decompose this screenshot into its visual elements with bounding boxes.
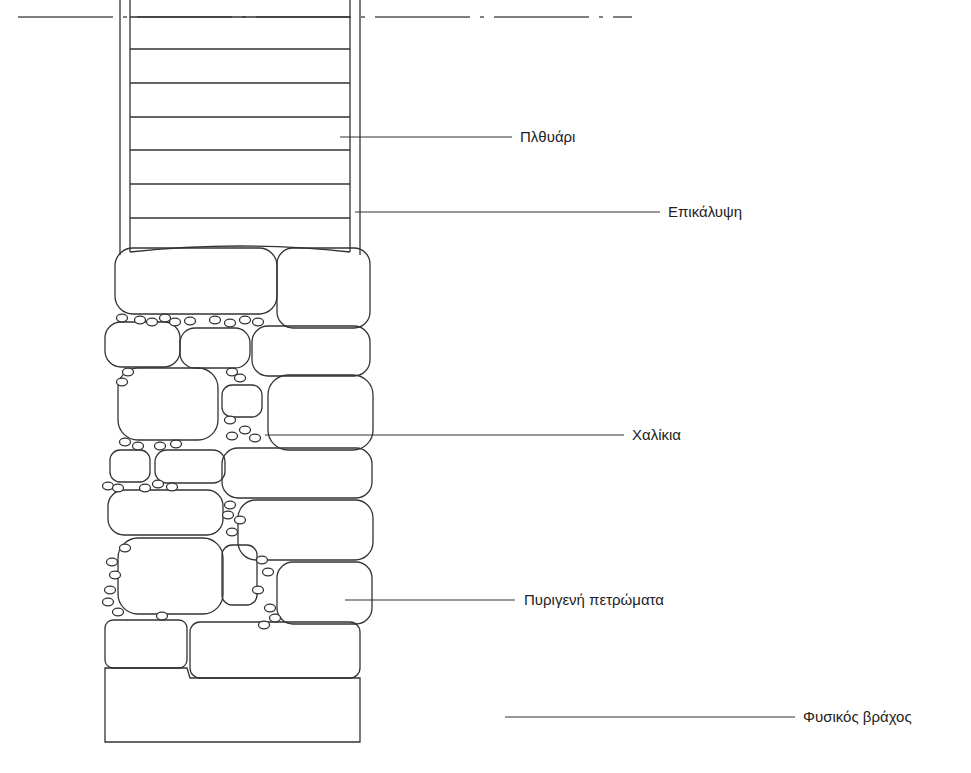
gravel-pebble [250,434,261,442]
ground-line [18,16,632,17]
gravel-pebble [227,432,238,440]
bedrock [105,668,360,742]
gravel-pebble [227,528,238,536]
gravel-pebble [225,416,236,424]
gravel-pebble [171,440,182,448]
gravel-pebble [259,621,270,629]
gravel [103,314,281,629]
gravel-pebble [263,568,274,576]
gravel-pebble [107,558,118,566]
gravel-pebble [157,612,168,620]
part-label: Πυριγενή πετρώματα [524,591,664,609]
gravel-pebble [265,604,276,612]
gravel-pebble [225,501,236,509]
gravel-pebble [155,442,166,450]
gravel-pebble [135,316,146,324]
gravel-pebble [227,368,238,376]
gravel-pebble [257,556,268,564]
gravel-pebble [147,318,158,326]
part-label: Επικάλυψη [668,203,742,221]
gravel-pebble [240,316,251,324]
brick-column [120,0,360,255]
gravel-pebble [117,314,128,322]
part-label: Χαλίκια [632,426,681,444]
gravel-pebble [110,571,121,579]
gravel-pebble [223,511,234,519]
gravel-pebble [240,426,251,434]
gravel-pebble [170,318,181,326]
gravel-pebble [120,438,131,446]
gravel-pebble [103,482,114,490]
gravel-pebble [105,586,116,594]
gravel-pebble [235,374,246,382]
gravel-pebble [123,368,134,376]
gravel-pebble [253,318,264,326]
part-label: Πλθυάρι [520,128,575,146]
gravel-pebble [117,378,128,386]
gravel-pebble [153,480,164,488]
gravel-pebble [140,484,151,492]
gravel-pebble [253,586,264,594]
gravel-pebble [133,442,144,450]
gravel-pebble [235,516,246,524]
gravel-pebble [225,319,236,327]
gravel-pebble [210,316,221,324]
leader-lines [265,137,795,717]
gravel-pebble [113,608,124,616]
gravel-pebble [185,317,196,325]
gravel-pebble [120,544,131,552]
gravel-pebble [113,484,124,492]
part-label: Φυσικός βράχος [803,708,912,726]
igneous-stones [105,248,373,678]
gravel-pebble [167,483,178,491]
gravel-pebble [103,598,114,606]
gravel-pebble [160,314,171,322]
gravel-pebble [270,614,281,622]
